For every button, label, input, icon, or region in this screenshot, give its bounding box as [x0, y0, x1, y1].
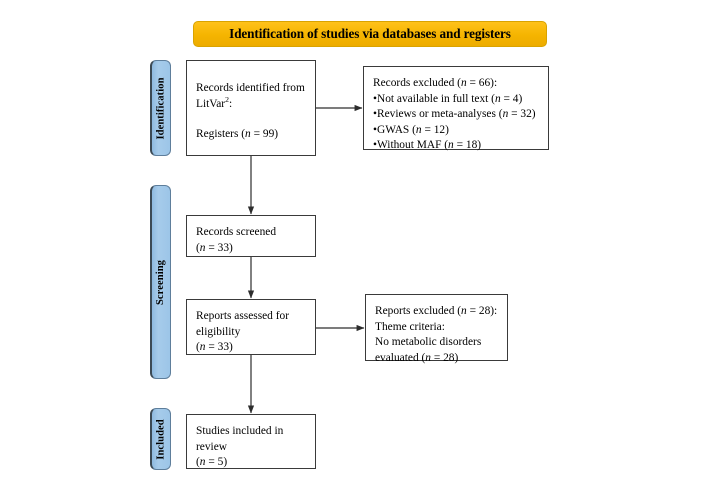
box-studies-included: Studies included in review (n = 5) — [186, 414, 316, 469]
records-identified-line1: Records identified from — [196, 82, 305, 94]
records-excluded-item: •Without MAF (n = 18) — [373, 138, 539, 154]
stage-label-screening-text: Screening — [155, 259, 167, 305]
eligibility-line1: Reports assessed for — [196, 310, 290, 322]
reports-excluded-prefix: Reports excluded ( — [375, 305, 462, 317]
studies-included-line3: (n = 5) — [196, 455, 306, 471]
records-excluded-item-label: •Not available in full text ( — [373, 92, 495, 105]
studies-included-line1: Studies included in — [196, 425, 284, 437]
reports-excluded-line2: Theme criteria: — [375, 320, 445, 333]
box-reports-excluded: Reports excluded (n = 28): Theme criteri… — [365, 294, 508, 364]
reports-excluded-line3: No metabolic disorders — [375, 336, 482, 348]
eligibility-n-symbol: n — [199, 341, 206, 353]
records-screened-line2: (n = 33) — [196, 241, 306, 257]
eligibility-prefix: ( — [196, 341, 200, 353]
studies-included-prefix: ( — [196, 456, 200, 468]
stage-label-identification-text: Identification — [155, 76, 167, 140]
records-screened-n-symbol: n — [199, 241, 206, 254]
stage-label-screening: Screening — [150, 185, 171, 379]
box-records-excluded: Records excluded (n = 66): •Not availabl… — [363, 66, 549, 151]
studies-included-n-symbol: n — [199, 456, 206, 468]
eligibility-line2: eligibility — [196, 325, 241, 338]
reports-excluded-eval-value: = 28) — [430, 351, 459, 364]
litvar-superscript: 2 — [225, 94, 229, 104]
reports-excluded-line1: Reports excluded (n = 28): — [375, 304, 498, 320]
stage-label-identification: Identification — [150, 60, 171, 156]
box-reports-assessed-eligibility: Reports assessed for eligibility (n = 33… — [186, 299, 316, 355]
records-screened-value: = 33) — [205, 241, 233, 254]
studies-included-value: = 5) — [205, 456, 228, 468]
records-excluded-item: •GWAS (n = 12) — [373, 123, 539, 139]
records-excluded-item-n-symbol: n — [502, 108, 509, 120]
records-excluded-item-label: •GWAS ( — [373, 123, 416, 136]
records-excluded-item-label: •Reviews or meta-analyses ( — [373, 108, 503, 120]
registers-prefix: Registers ( — [196, 128, 246, 140]
reports-excluded-n-symbol: n — [461, 305, 467, 317]
diagram-title-banner: Identification of studies via databases … — [193, 21, 547, 47]
registers-n-symbol: n — [245, 128, 251, 140]
eligibility-value: = 33) — [205, 341, 233, 353]
records-excluded-item-value: = 12) — [421, 123, 449, 136]
records-screened-line1: Records screened — [196, 226, 277, 238]
records-excluded-item-value: = 32) — [508, 108, 536, 120]
box-records-screened: Records screened (n = 33) — [186, 215, 316, 257]
records-excluded-item-label: •Without MAF ( — [373, 139, 449, 151]
reports-excluded-eval-prefix: evaluated ( — [375, 351, 426, 364]
records-excluded-total: = 66): — [466, 77, 498, 89]
records-identified-line2: LitVar2: — [196, 94, 306, 113]
records-screened-prefix: ( — [196, 241, 200, 254]
records-identified-spacer — [196, 112, 306, 127]
box-records-identified: Records identified from LitVar2: Registe… — [186, 60, 316, 156]
litvar-colon: : — [228, 97, 233, 110]
stage-label-included-text: Included — [155, 418, 167, 460]
records-excluded-n-symbol: n — [460, 77, 467, 89]
records-excluded-item: •Reviews or meta-analyses (n = 32) — [373, 107, 539, 123]
records-excluded-item-n-symbol: n — [494, 92, 501, 105]
records-excluded-header-prefix: Records excluded ( — [373, 77, 461, 89]
records-excluded-item-value: = 4) — [500, 92, 523, 105]
stage-label-included: Included — [150, 408, 171, 470]
eligibility-line3: (n = 33) — [196, 340, 306, 356]
records-excluded-item-n-symbol: n — [415, 123, 422, 136]
records-excluded-item-value: = 18) — [453, 139, 482, 151]
registers-value: = 99) — [250, 128, 279, 140]
reports-excluded-eval-n-symbol: n — [425, 351, 431, 364]
records-excluded-header: Records excluded (n = 66): — [373, 76, 539, 92]
records-identified-line3: Registers (n = 99) — [196, 127, 306, 143]
litvar-label: LitVar — [196, 97, 226, 110]
reports-excluded-line4: evaluated (n = 28) — [375, 351, 498, 367]
reports-excluded-total: = 28): — [466, 305, 498, 317]
records-excluded-item-n-symbol: n — [448, 139, 454, 151]
studies-included-line2: review — [196, 440, 227, 453]
diagram-title-text: Identification of studies via databases … — [229, 26, 511, 41]
records-excluded-item: •Not available in full text (n = 4) — [373, 92, 539, 108]
